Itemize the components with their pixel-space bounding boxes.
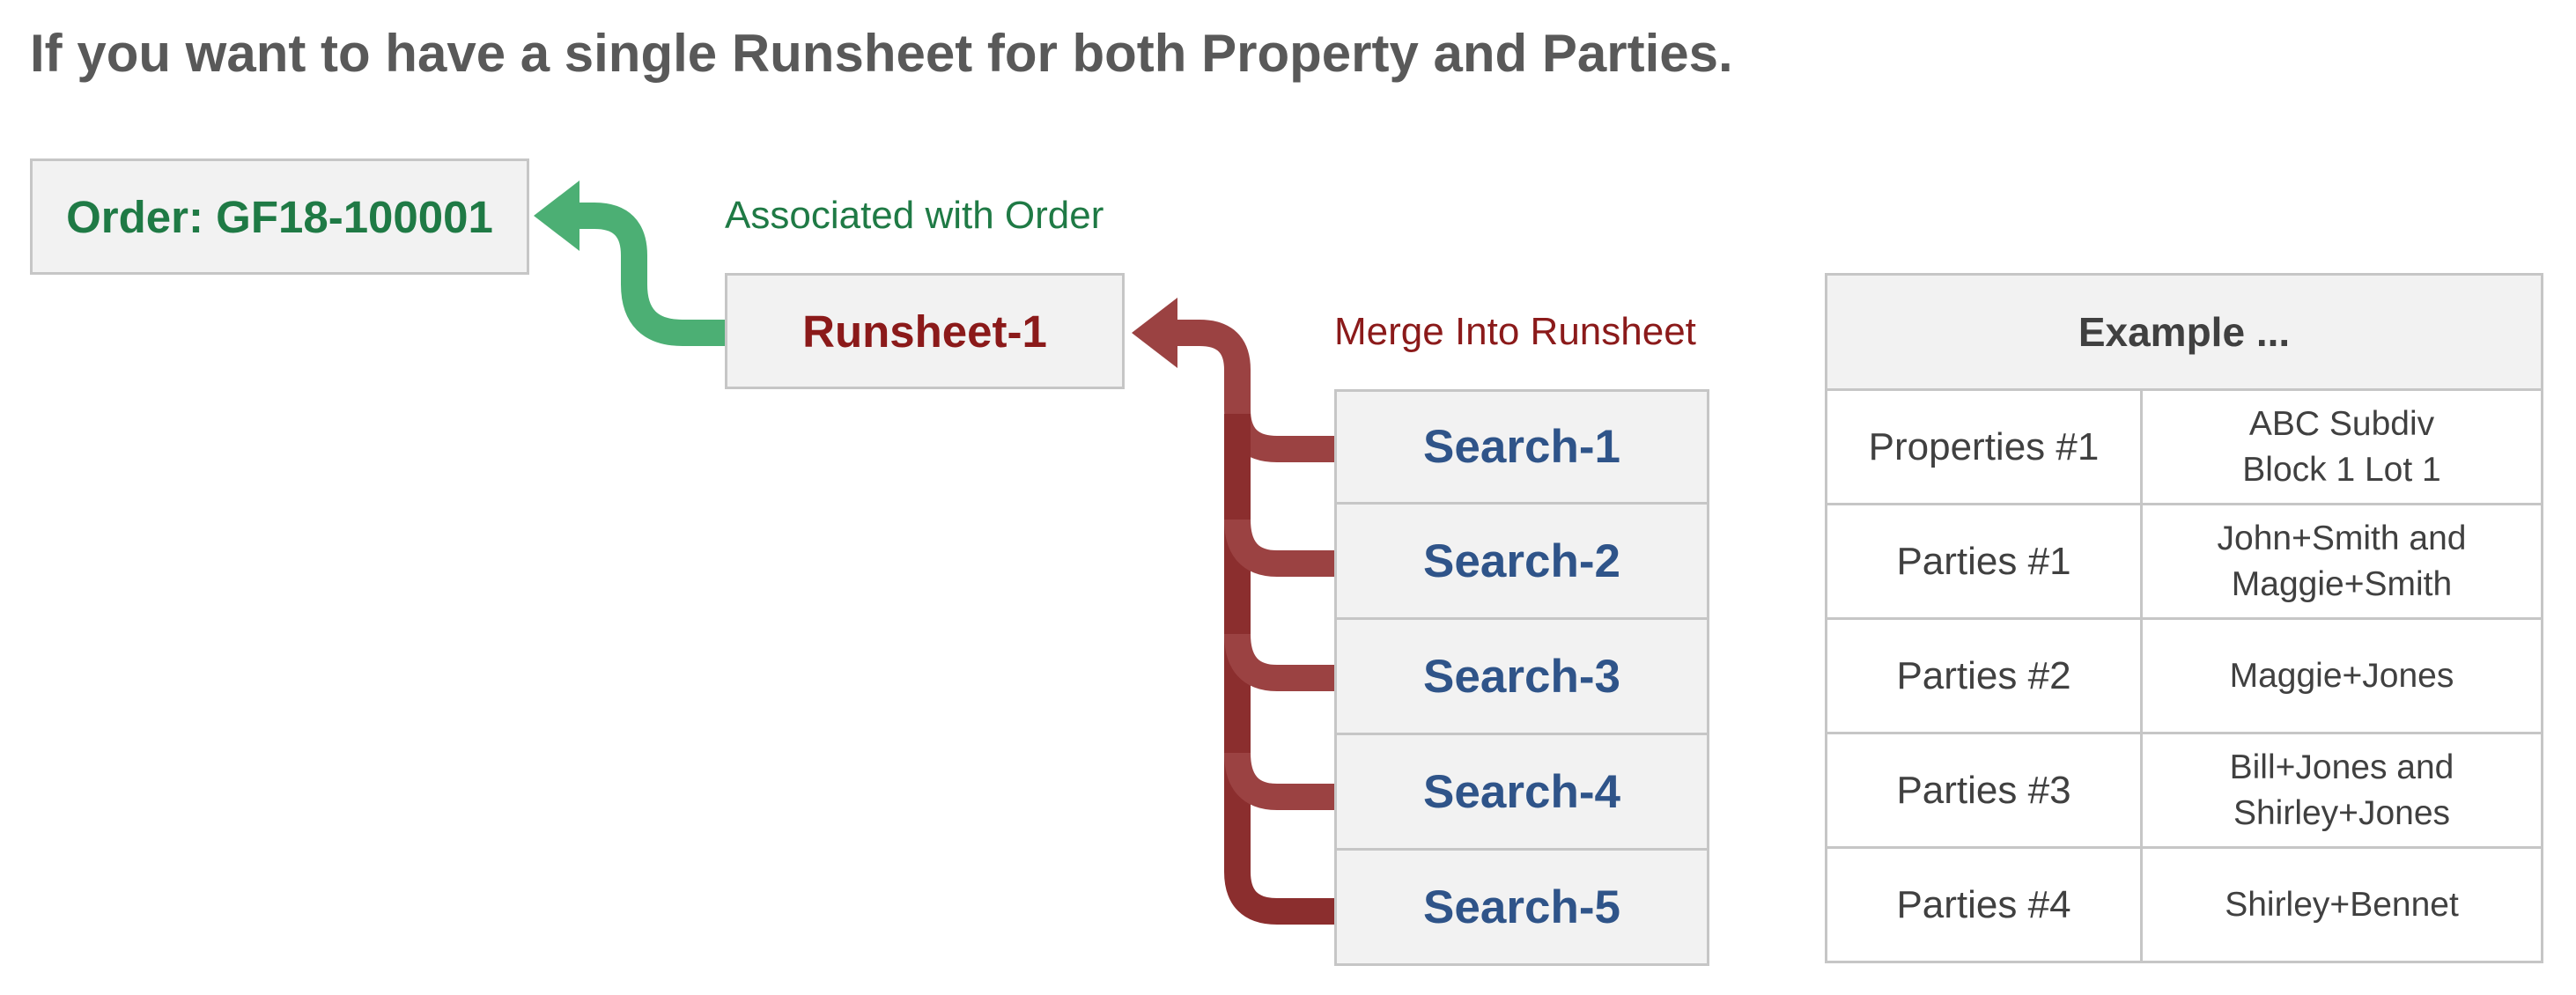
row-value: ABC Subdiv Block 1 Lot 1 (2140, 388, 2543, 505)
table-row: Parties #3 Bill+Jones and Shirley+Jones (1825, 732, 2543, 849)
row-value: Shirley+Bennet (2140, 846, 2543, 963)
row-key: Parties #4 (1825, 846, 2143, 963)
page-title: If you want to have a single Runsheet fo… (30, 24, 1733, 83)
search-box-2: Search-2 (1334, 505, 1709, 620)
example-table-header: Example ... (1825, 273, 2543, 391)
example-table: Example ... Properties #1 ABC Subdiv Blo… (1825, 273, 2543, 963)
runsheet-box: Runsheet-1 (725, 273, 1125, 389)
search-box-5: Search-5 (1334, 851, 1709, 966)
associated-with-order-label: Associated with Order (725, 194, 1104, 237)
association-arrow (534, 181, 725, 346)
row-value: Bill+Jones and Shirley+Jones (2140, 732, 2543, 849)
row-key: Parties #1 (1825, 503, 2143, 620)
value-line: Block 1 Lot 1 (2242, 450, 2441, 489)
value-line: Shirley+Jones (2233, 793, 2451, 832)
search-box-4: Search-4 (1334, 735, 1709, 851)
value-line: Bill+Jones and (2229, 748, 2454, 786)
merge-arrows (1132, 298, 1334, 925)
table-row: Parties #2 Maggie+Jones (1825, 617, 2543, 734)
order-box: Order: GF18-100001 (30, 158, 529, 275)
row-value: Maggie+Jones (2140, 617, 2543, 734)
table-row: Properties #1 ABC Subdiv Block 1 Lot 1 (1825, 388, 2543, 505)
search-box-3: Search-3 (1334, 620, 1709, 735)
row-key: Parties #2 (1825, 617, 2143, 734)
row-key: Properties #1 (1825, 388, 2143, 505)
value-line: Shirley+Bennet (2225, 885, 2459, 924)
row-value: John+Smith and Maggie+Smith (2140, 503, 2543, 620)
row-key: Parties #3 (1825, 732, 2143, 849)
table-row: Parties #1 John+Smith and Maggie+Smith (1825, 503, 2543, 620)
value-line: Maggie+Smith (2231, 564, 2453, 603)
value-line: Maggie+Jones (2229, 656, 2454, 695)
value-line: John+Smith and (2217, 519, 2467, 557)
table-row: Parties #4 Shirley+Bennet (1825, 846, 2543, 963)
value-line: ABC Subdiv (2248, 404, 2435, 443)
merge-into-runsheet-label: Merge Into Runsheet (1334, 310, 1696, 353)
search-box-1: Search-1 (1334, 389, 1709, 505)
